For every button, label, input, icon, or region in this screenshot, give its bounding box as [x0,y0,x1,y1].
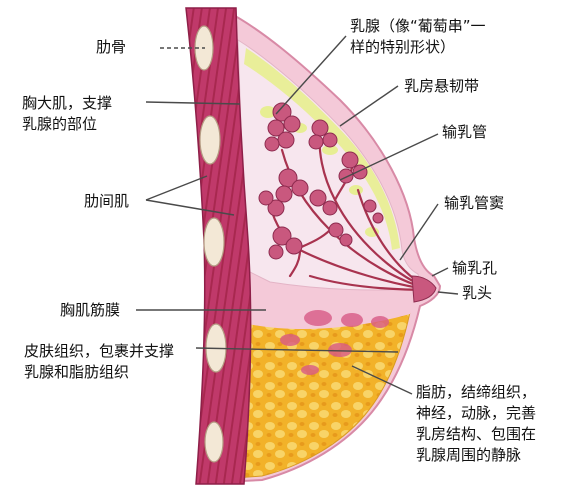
label-nipple: 乳头 [462,284,493,302]
label-lactiferous-duct: 输乳管 [442,123,488,141]
label-skin-tissue: 皮肤组织，包裹并支撑 乳腺和脂肪组织 [24,342,175,381]
label-intercostal: 肋间肌 [84,192,130,210]
label-pectoral-fascia: 胸肌筋膜 [60,301,121,319]
label-suspensory-ligament: 乳房悬韧带 [404,77,480,95]
nipple [411,275,437,303]
label-lactiferous-sinus: 输乳管窦 [444,194,505,212]
label-rib: 肋骨 [96,38,127,56]
leader-lines [136,35,459,395]
label-pectoralis-major: 胸大肌，支撑 乳腺的部位 [22,94,113,133]
ligament-band [244,48,400,250]
gland-lobules [258,102,384,260]
label-nipple-pore: 输乳孔 [452,259,498,277]
label-mammary-gland: 乳腺（像“葡萄串”一 样的特别形状） [350,17,486,56]
label-fat-tissue: 脂肪，结缔组织， 神经，动脉，完善 乳房结构、包围在 乳腺周围的静脉 [416,383,537,464]
